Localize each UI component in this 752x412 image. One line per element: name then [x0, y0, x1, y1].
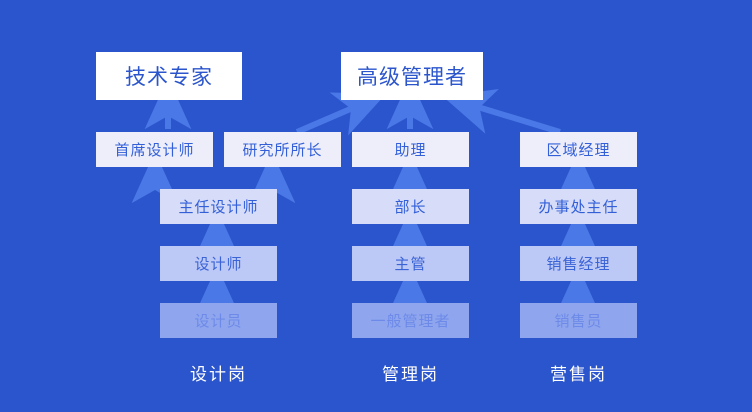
node-supervisor[interactable]: 主管: [352, 246, 469, 281]
column-label-sales: 营售岗: [520, 360, 637, 385]
node-assistant[interactable]: 助理: [352, 132, 469, 167]
node-label: 助理: [394, 142, 427, 159]
node-designer[interactable]: 设计师: [160, 246, 277, 281]
column-label-text: 设计岗: [190, 365, 247, 384]
node-general-manager[interactable]: 一般管理者: [352, 303, 469, 338]
column-label-management: 管理岗: [352, 360, 469, 385]
node-label: 研究所所长: [242, 142, 323, 159]
arrow-institute-head-to-senior-manager: [295, 92, 387, 136]
node-institute-head[interactable]: 研究所所长: [224, 132, 341, 167]
arrow-regional-manager-to-senior-manager: [442, 88, 561, 135]
node-tech-expert[interactable]: 技术专家: [96, 52, 242, 100]
node-lead-designer[interactable]: 主任设计师: [160, 189, 277, 224]
node-label: 设计师: [194, 256, 243, 273]
node-label: 主任设计师: [178, 199, 259, 216]
node-chief-designer[interactable]: 首席设计师: [96, 132, 213, 167]
column-label-design: 设计岗: [160, 360, 277, 385]
column-label-text: 管理岗: [382, 365, 439, 384]
node-label: 销售经理: [546, 256, 611, 273]
node-regional-manager[interactable]: 区域经理: [520, 132, 637, 167]
node-label: 部长: [394, 199, 427, 216]
node-label: 区域经理: [546, 142, 611, 159]
node-label: 高级管理者: [357, 66, 467, 89]
node-label: 主管: [394, 256, 427, 273]
node-department-head[interactable]: 部长: [352, 189, 469, 224]
node-label: 首席设计师: [114, 142, 195, 159]
node-label: 技术专家: [125, 66, 213, 89]
node-label: 办事处主任: [538, 199, 619, 216]
node-label: 一般管理者: [370, 313, 451, 330]
node-salesperson[interactable]: 销售员: [520, 303, 637, 338]
column-label-text: 营售岗: [550, 365, 607, 384]
node-label: 销售员: [554, 313, 603, 330]
node-junior-designer[interactable]: 设计员: [160, 303, 277, 338]
node-label: 设计员: [194, 313, 243, 330]
node-office-director[interactable]: 办事处主任: [520, 189, 637, 224]
node-senior-manager[interactable]: 高级管理者: [341, 52, 483, 100]
node-sales-manager[interactable]: 销售经理: [520, 246, 637, 281]
